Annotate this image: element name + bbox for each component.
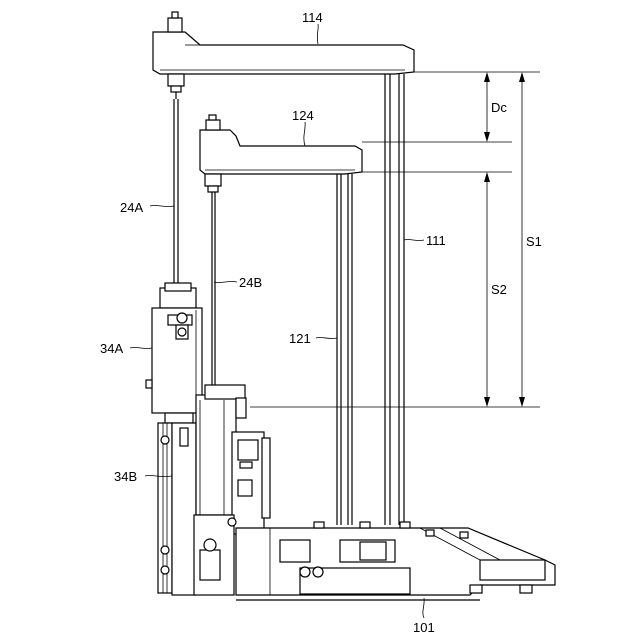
label-114: 114 [302, 10, 323, 25]
upper-arm-114 [153, 12, 414, 99]
label-34a: 34A [100, 341, 123, 356]
label-s1: S1 [526, 234, 542, 249]
needle-24b [212, 192, 215, 395]
base-101 [236, 522, 555, 600]
label-111: 111 [426, 233, 446, 248]
lower-arm-124 [200, 115, 362, 192]
needle-24a [174, 99, 178, 285]
label-s2: S2 [491, 282, 507, 297]
label-34b: 34B [114, 469, 137, 484]
label-24a: 24A [120, 200, 143, 215]
label-dc: Dc [491, 100, 507, 115]
label-24b: 24B [239, 275, 262, 290]
label-124: 124 [292, 108, 314, 123]
label-121: 121 [289, 331, 311, 346]
label-101: 101 [413, 620, 435, 635]
column-121 [337, 174, 352, 525]
unit-34a [146, 283, 202, 423]
